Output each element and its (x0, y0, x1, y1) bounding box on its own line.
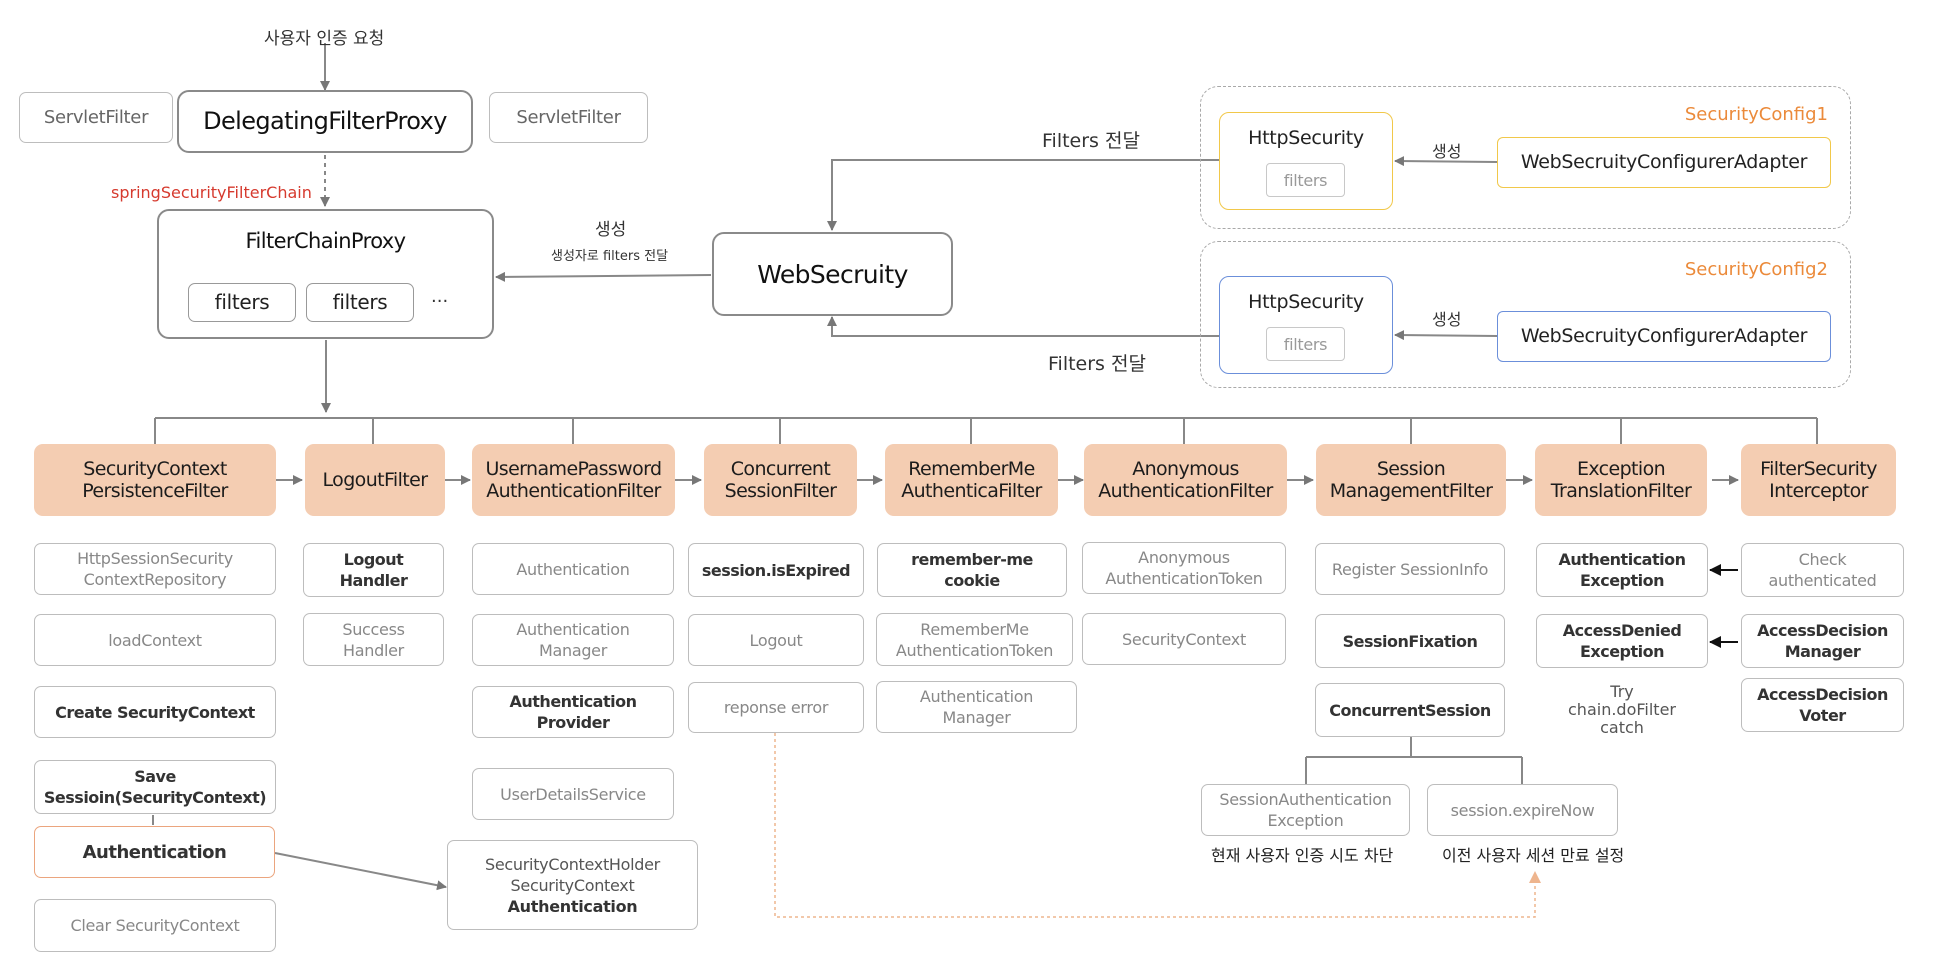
create-label: 생성 (595, 220, 627, 240)
concurrent-session: ConcurrentSession (1315, 683, 1505, 737)
fcp-filters-1: filters (188, 283, 296, 322)
create-security-context: Create SecurityContext (34, 686, 276, 738)
fcp-ellipsis: ··· (431, 291, 449, 312)
concurrent-session-filter: Concurrent SessionFilter (704, 444, 857, 516)
constructor-filters-label: 생성자로 filters 전달 (551, 249, 669, 264)
security-context-holder: SecurityContextHolder SecurityContext Au… (447, 840, 698, 930)
load-context: loadContext (34, 614, 276, 666)
logout-handler: Logout Handler (303, 543, 444, 597)
authentication-exception: Authentication Exception (1536, 543, 1708, 597)
session-authentication-exception: SessionAuthentication Exception (1201, 784, 1410, 836)
upaf-authentication-manager: Authentication Manager (472, 614, 674, 666)
security-context-persistence-filter: SecurityContext PersistenceFilter (34, 444, 276, 516)
session-fixation: SessionFixation (1315, 614, 1505, 668)
anonymous-authentication-token: Anonymous AuthenticationToken (1082, 542, 1286, 594)
access-decision-manager: AccessDecision Manager (1741, 614, 1904, 668)
expire-previous-session-caption: 이전 사용자 세션 만료 설정 (1442, 846, 1625, 865)
http-security-1: HttpSecurity (1219, 112, 1393, 210)
success-handler: Success Handler (303, 613, 444, 666)
remember-me-cookie: remember-me cookie (877, 543, 1067, 597)
session-management-filter: Session ManagementFilter (1316, 444, 1506, 516)
spring-security-filter-chain-label: springSecurityFilterChain (111, 183, 312, 202)
web-security-configurer-adapter-2: WebSecruityConfigurerAdapter (1497, 311, 1831, 362)
anonymous-security-context: SecurityContext (1082, 613, 1286, 665)
upaf-authentication: Authentication (472, 543, 674, 595)
servlet-filter-right: ServletFilter (489, 92, 648, 143)
remember-me-authentication-filter: RememberMe AuthenticaFilter (885, 444, 1058, 516)
filters-pass-label-2: Filters 전달 (1048, 353, 1146, 375)
http-security-2-filters: filters (1266, 327, 1345, 361)
exception-translation-filter: Exception TranslationFilter (1535, 444, 1707, 516)
response-error: reponse error (688, 682, 864, 733)
try-catch-note: Try chain.doFilter catch (1568, 682, 1676, 737)
rmaf-authentication-manager: Authentication Manager (876, 681, 1077, 733)
authentication-provider: Authentication Provider (472, 686, 674, 738)
check-authenticated: Check authenticated (1741, 543, 1904, 597)
security-config-1-group (1200, 86, 1851, 229)
anonymous-authentication-filter: Anonymous AuthenticationFilter (1084, 444, 1287, 516)
save-session-security-context: Save Sessioin(SecurityContext) (34, 760, 276, 814)
security-config-2-group (1200, 241, 1851, 388)
servlet-filter-left: ServletFilter (19, 92, 173, 143)
block-current-user-caption: 현재 사용자 인증 시도 차단 (1211, 846, 1394, 865)
username-password-authentication-filter: UsernamePassword AuthenticationFilter (472, 444, 675, 516)
session-expire-now: session.expireNow (1427, 784, 1618, 836)
fcp-filters-2: filters (306, 283, 414, 322)
request-label: 사용자 인증 요청 (264, 29, 385, 49)
filter-chain-proxy-title: FilterChainProxy (245, 229, 407, 253)
clear-security-context: Clear SecurityContext (34, 899, 276, 952)
http-security-1-filters: filters (1266, 163, 1345, 197)
web-security: WebSecruity (712, 232, 953, 316)
config-1-create-label: 생성 (1432, 142, 1462, 161)
security-config-1-label: SecurityConfig1 (1684, 104, 1828, 125)
filters-pass-label-1: Filters 전달 (1042, 130, 1140, 152)
http-session-security-context-repository: HttpSessionSecurity ContextRepository (34, 543, 276, 595)
register-session-info: Register SessionInfo (1315, 543, 1505, 595)
session-is-expired: session.isExpired (688, 543, 864, 597)
csf-logout: Logout (688, 614, 864, 666)
access-denied-exception: AccessDenied Exception (1536, 614, 1708, 668)
config-2-create-label: 생성 (1432, 310, 1462, 329)
web-security-configurer-adapter-1: WebSecruityConfigurerAdapter (1497, 137, 1831, 188)
user-details-service: UserDetailsService (472, 768, 674, 820)
logout-filter: LogoutFilter (305, 444, 445, 516)
filter-security-interceptor: FilterSecurity Interceptor (1741, 444, 1896, 516)
delegating-filter-proxy: DelegatingFilterProxy (177, 90, 473, 153)
remember-me-authentication-token: RememberMe AuthenticationToken (876, 613, 1073, 666)
security-config-2-label: SecurityConfig2 (1684, 259, 1828, 280)
access-decision-voter: AccessDecision Voter (1741, 678, 1904, 732)
authentication-object: Authentication (34, 826, 275, 878)
